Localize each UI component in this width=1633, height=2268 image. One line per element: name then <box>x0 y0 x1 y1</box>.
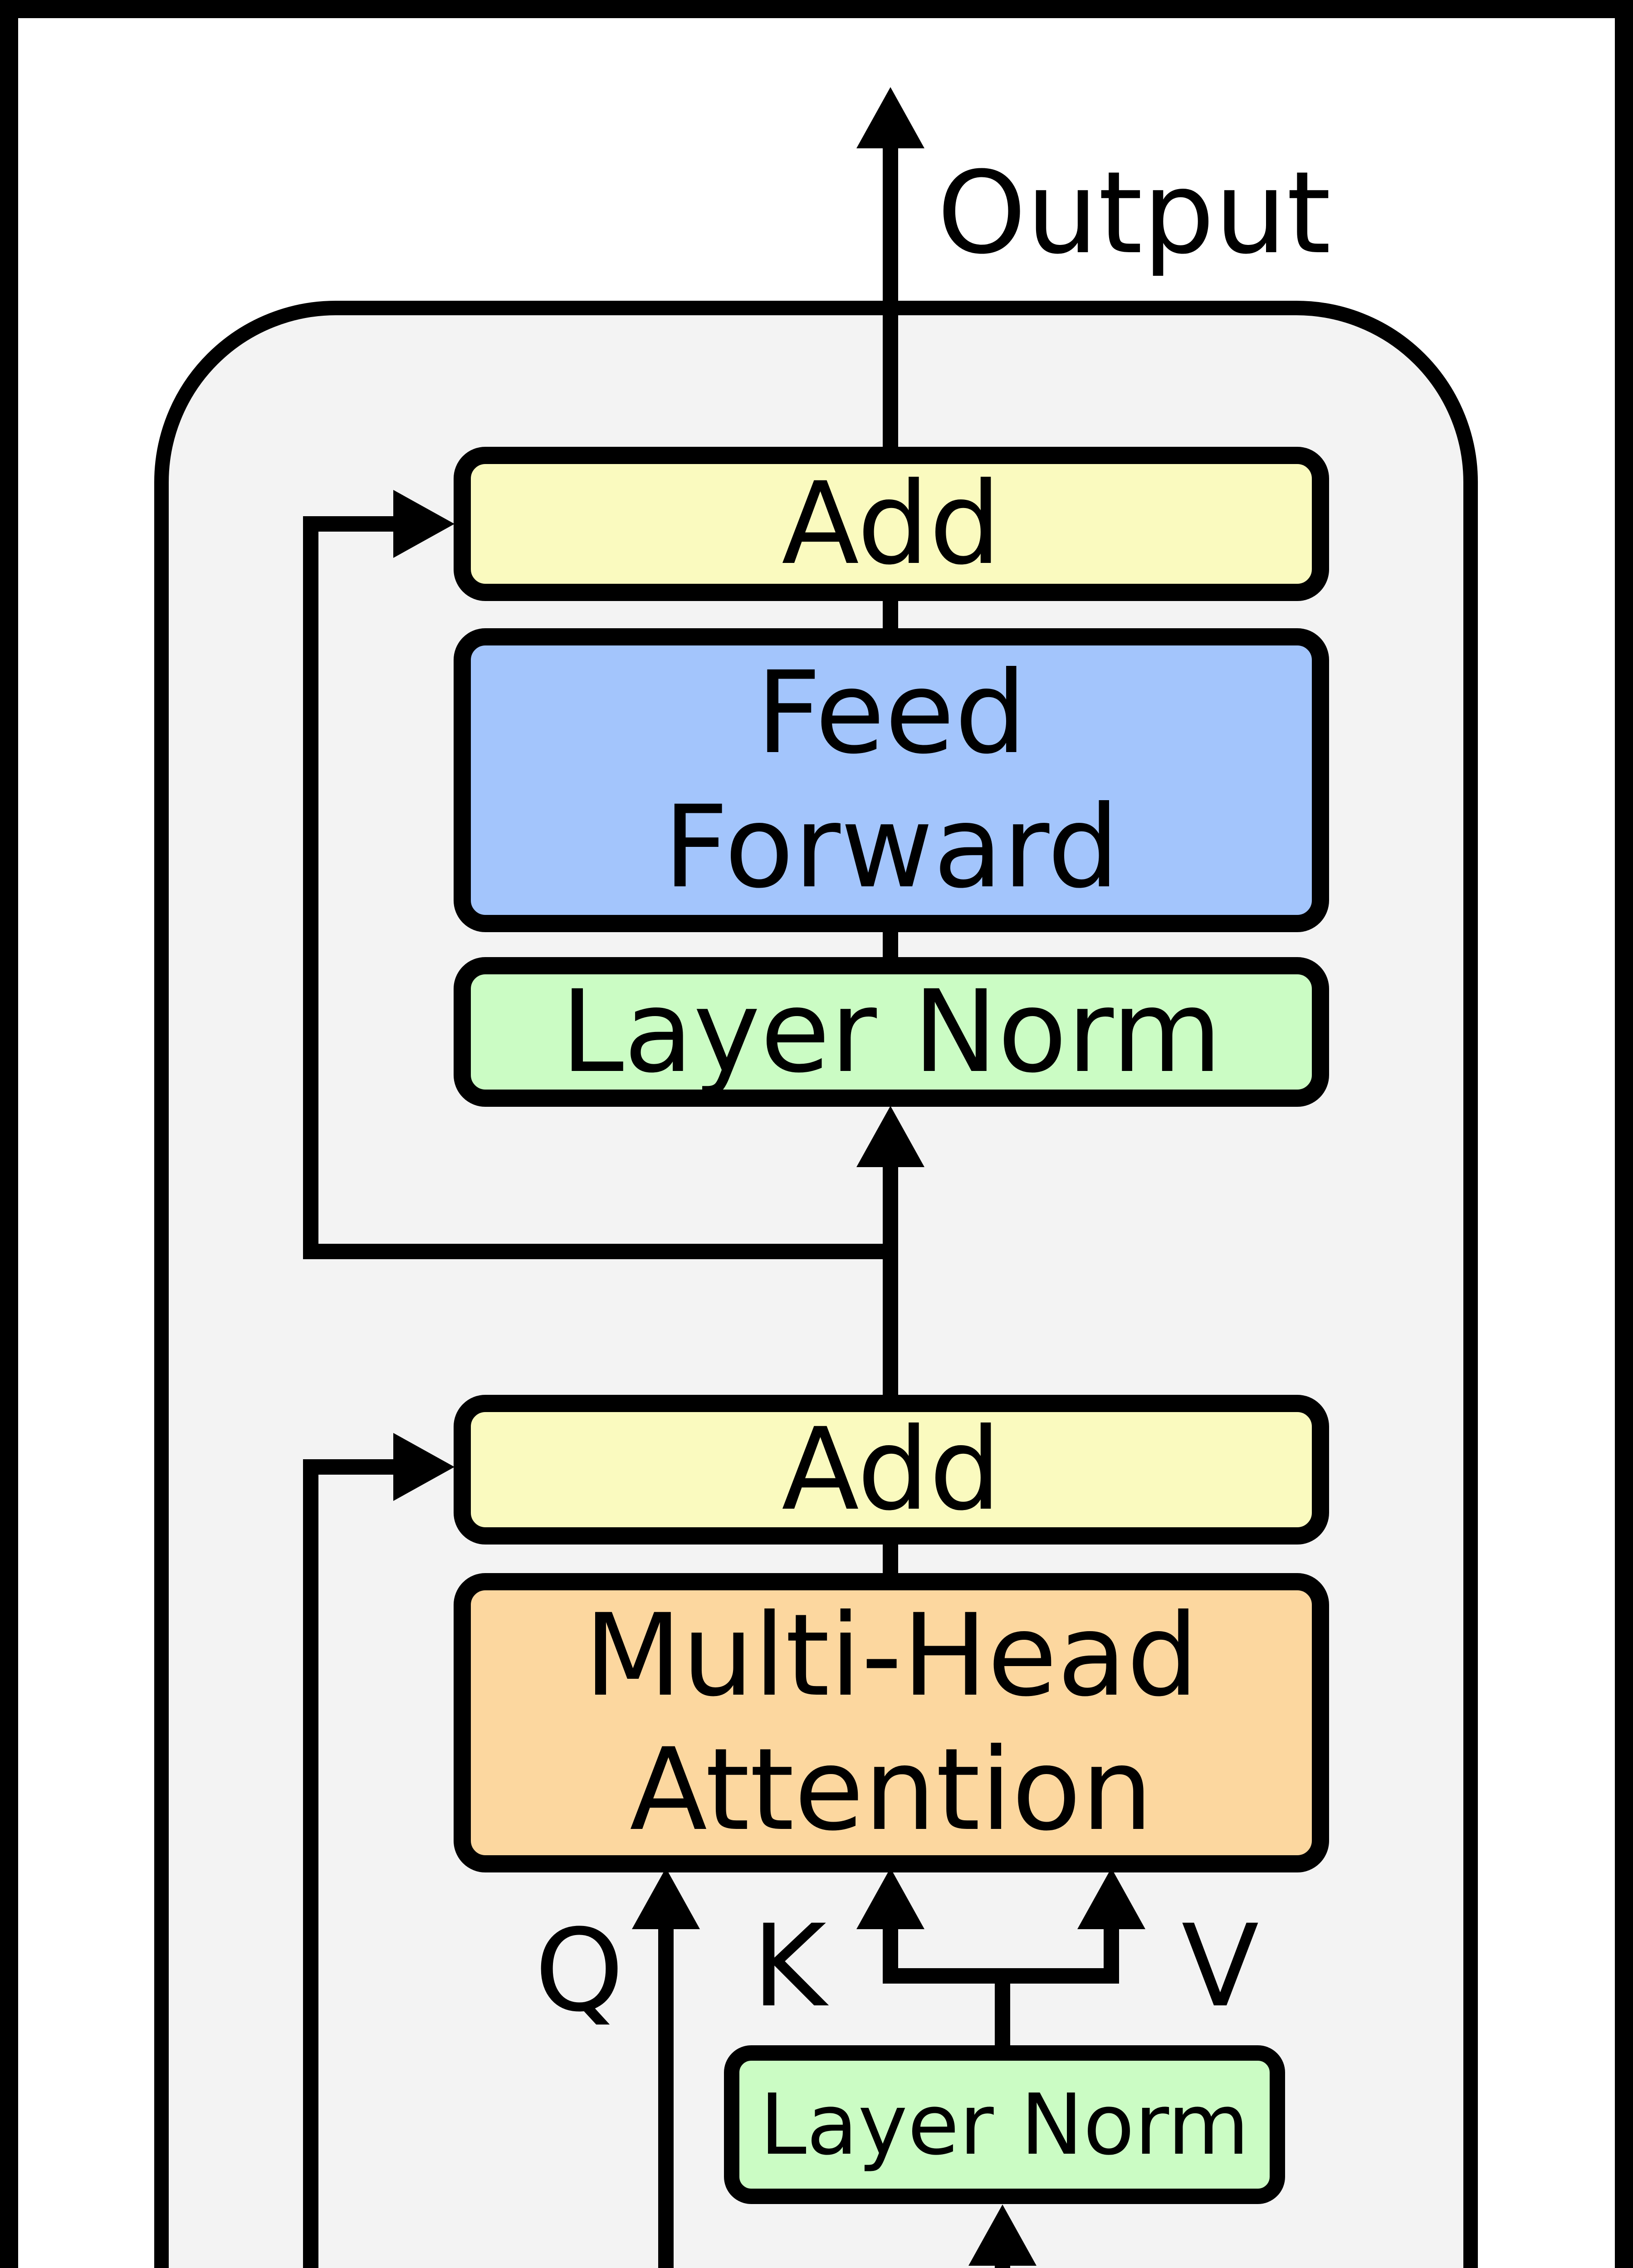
key-arrowhead-icon <box>856 1868 924 1929</box>
value-arrowhead-icon <box>1077 1868 1145 1929</box>
output-label: Output <box>937 147 1331 279</box>
feed-forward-to-layer-norm-line <box>883 929 898 961</box>
skip-upper-vertical-line <box>303 516 318 1259</box>
add-box-bottom: Add <box>454 1395 1329 1545</box>
add-box-top-label: Add <box>781 458 1001 590</box>
add-box-top: Add <box>454 447 1329 601</box>
skip-upper-arrowhead-icon <box>393 490 455 558</box>
skip-upper-horizontal-line <box>303 516 401 532</box>
layer-norm-lower-label: Layer Norm <box>759 2076 1250 2174</box>
residual-junction-line <box>303 1244 898 1259</box>
key-label: K <box>752 1900 826 2032</box>
layer-norm-input-line <box>883 1161 898 1259</box>
layer-norm-arrowhead-icon <box>856 1106 924 1167</box>
feed-forward-label-line2: Forward <box>663 781 1120 913</box>
attention-label-line2: Attention <box>630 1724 1153 1856</box>
layer-norm-box-lower: Layer Norm <box>724 2045 1285 2204</box>
add-box-bottom-label: Add <box>781 1403 1001 1535</box>
layer-norm-upper-label: Layer Norm <box>560 966 1222 1098</box>
output-line <box>883 145 898 448</box>
query-arrowhead-icon <box>632 1868 700 1929</box>
fork-stem-line <box>995 1980 1010 2048</box>
value-label: V <box>1181 1900 1259 2032</box>
input-arrowhead-icon <box>968 2204 1037 2266</box>
attention-label-line1: Multi-Head <box>584 1589 1199 1721</box>
output-arrowhead-icon <box>856 87 924 148</box>
skip-lower-vertical-line <box>303 1459 318 2268</box>
query-label: Q <box>534 1905 624 2037</box>
add-bottom-output-line <box>883 1259 898 1395</box>
multi-head-attention-box: Multi-Head Attention <box>454 1573 1329 1872</box>
layer-norm-box-upper: Layer Norm <box>454 957 1329 1107</box>
feed-forward-label-line1: Feed <box>756 647 1027 779</box>
skip-lower-horizontal-line <box>303 1459 401 1475</box>
add-top-to-feed-forward-line <box>883 598 898 631</box>
query-seed-line <box>658 1926 674 2268</box>
skip-lower-arrowhead-icon <box>393 1433 455 1501</box>
add-bottom-to-attention-line <box>883 1541 898 1574</box>
feed-forward-box: Feed Forward <box>454 628 1329 932</box>
